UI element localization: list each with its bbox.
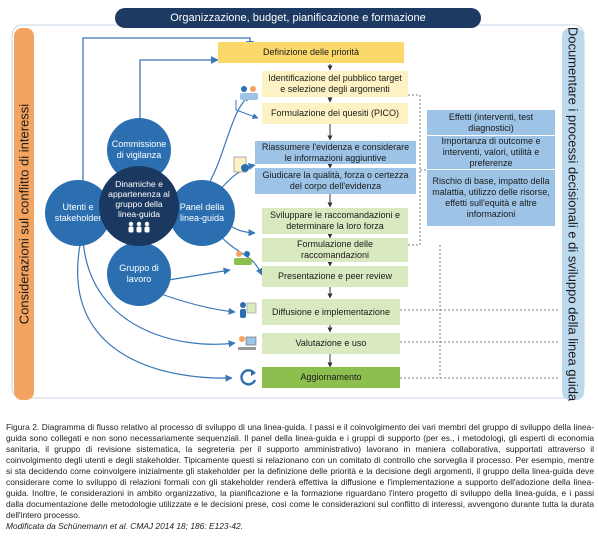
group-icon [234, 251, 252, 265]
computer-icon [238, 336, 257, 350]
refresh-icon [240, 369, 257, 386]
step-aggiornamento: Aggiornamento [262, 367, 400, 388]
right-banner-label: Documentare i processi decisionali e di … [565, 26, 581, 402]
connector-vigilanza [139, 56, 219, 120]
connector-left-bottom [82, 239, 236, 348]
caption-credit: Modificata da Schünemann et al. CMAJ 201… [6, 521, 243, 531]
side-panel: Effetti (interventi, test diagnostici) I… [427, 110, 555, 226]
step-formulazione-raccomandazioni: Formulazione delle raccomandazioni [262, 238, 408, 262]
step-valutazione: Valutazione e uso [262, 333, 400, 354]
flowchart: Organizzazione, budget, pianificazione e… [11, 8, 585, 402]
people-icon [128, 221, 150, 233]
figure-caption: Figura 2. Diagramma di flusso relativo a… [6, 422, 594, 532]
side-panel-rischio: Rischio di base, impatto della malattia,… [432, 176, 550, 219]
header-title: Organizzazione, budget, pianificazione e… [170, 11, 426, 24]
caption-text: Figura 2. Diagramma di flusso relativo a… [6, 422, 594, 520]
step-giudicare: Giudicare la qualità, forza o certezza d… [255, 168, 416, 194]
meeting-icon [240, 86, 258, 100]
step-presentazione: Presentazione e peer review [262, 266, 408, 287]
left-banner-label: Considerazioni sul conflitto di interess… [16, 103, 32, 325]
step-riassumere: Riassumere l'evidenza e considerare le i… [255, 141, 416, 164]
left-banner [14, 28, 34, 400]
dotted-side-upper [408, 94, 421, 246]
presenter-icon [240, 302, 257, 318]
document-icon [233, 156, 249, 173]
circle-gruppo-lavoro: Gruppo di lavoro [107, 242, 171, 306]
connector-panel-up [204, 94, 251, 191]
side-panel-importanza: Importanza di outcome e interventi, valo… [427, 136, 555, 170]
connector-left-bottom2 [77, 244, 233, 382]
circle-center: Dinamiche e appartenenza al gruppo della… [99, 166, 179, 246]
connector-step-riassumere [235, 100, 259, 119]
side-panel-effetti: Effetti (interventi, test diagnostici) [427, 110, 555, 136]
step-sviluppare: Sviluppare le raccomandazioni e determin… [262, 208, 408, 234]
circle-panel: Panel della linea-guida [169, 180, 235, 246]
step-pico: Formulazione dei quesiti (PICO) [262, 103, 408, 124]
step-diffusione: Diffusione e implementazione [262, 299, 400, 325]
right-banner [562, 28, 584, 400]
step-definizione-priorita: Definizione delle priorità [218, 42, 404, 63]
step-identificazione: Identificazione del pubblico target e se… [262, 71, 408, 97]
header-band: Organizzazione, budget, pianificazione e… [115, 8, 481, 28]
